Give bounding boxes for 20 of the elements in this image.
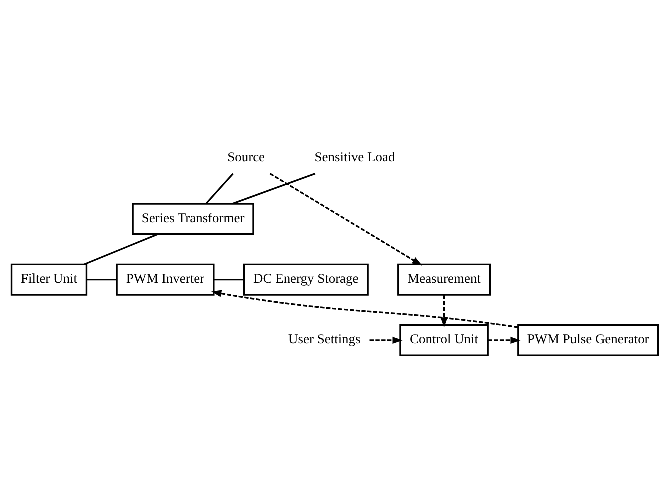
connector [214,278,244,281]
node-box: PWM Pulse Generator [518,324,660,356]
arrow [212,290,518,328]
node-box: Control Unit [400,324,489,356]
arrow [370,336,403,344]
node-box: PWM Inverter [116,264,215,296]
node-text: Sensitive Load [314,150,396,165]
node-box: Measurement [398,264,492,296]
connector [232,173,316,205]
node-box: Series Transformer [132,203,254,236]
arrow [440,295,448,328]
node-box: DC Energy Storage [243,264,369,296]
node-box: Filter Unit [10,264,88,296]
connector [206,173,234,204]
node-text: User Settings [288,332,361,347]
node-text: Source [228,150,266,165]
connector [84,234,158,266]
connector [86,278,117,281]
arrow [488,336,521,344]
arrow [270,173,422,266]
